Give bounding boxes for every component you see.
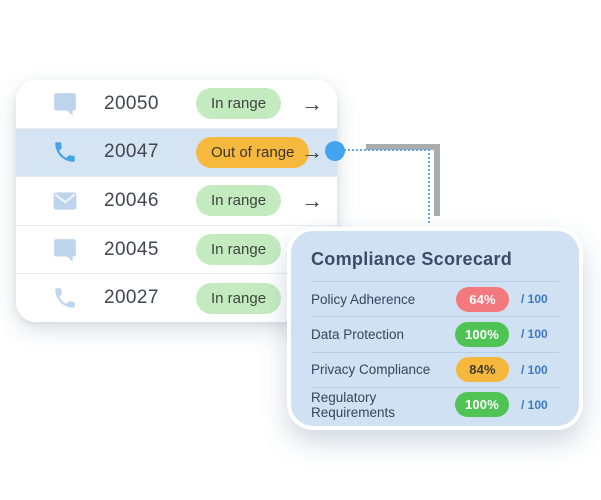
connector-elbow-line bbox=[366, 144, 440, 216]
score-badge: 100% bbox=[454, 321, 509, 347]
scorecard-row: Data Protection 100% / 100 bbox=[311, 316, 559, 351]
record-id: 20027 bbox=[104, 287, 159, 309]
scorecard-metric-label: Regulatory Requirements bbox=[311, 389, 396, 420]
status-badge: In range bbox=[196, 88, 282, 120]
scorecard-row: Privacy Compliance 84% / 100 bbox=[311, 351, 559, 387]
connector-dotted-line bbox=[344, 149, 430, 223]
score-denominator: / 100 bbox=[521, 397, 548, 412]
scorecard-row: Regulatory Requirements 100% / 100 bbox=[311, 386, 559, 422]
list-item[interactable]: 20027 In range → bbox=[16, 274, 337, 322]
list-item[interactable]: 20046 In range → bbox=[16, 177, 337, 226]
chat-icon bbox=[54, 238, 76, 262]
status-badge: In range bbox=[196, 282, 282, 314]
list-item[interactable]: 20050 In range → bbox=[16, 80, 337, 129]
arrow-right-icon[interactable]: → bbox=[301, 187, 323, 213]
list-item[interactable]: 20045 In range → bbox=[16, 225, 337, 275]
scorecard-title: Compliance Scorecard bbox=[311, 249, 513, 269]
score-badge: 84% bbox=[456, 357, 509, 383]
record-id: 20045 bbox=[104, 238, 159, 260]
score-denominator: / 100 bbox=[521, 362, 548, 377]
chat-icon bbox=[54, 92, 76, 116]
status-badge: In range bbox=[196, 234, 282, 266]
phone-icon bbox=[55, 142, 75, 163]
record-id: 20047 bbox=[104, 141, 159, 163]
compliance-scorecard: Compliance Scorecard Policy Adherence 64… bbox=[287, 227, 583, 430]
scorecard-metric-label: Data Protection bbox=[311, 326, 405, 342]
record-id: 20046 bbox=[104, 189, 159, 211]
arrow-right-icon[interactable]: → bbox=[301, 139, 323, 165]
connector-dot bbox=[325, 141, 345, 161]
status-badge: In range bbox=[196, 185, 282, 217]
scorecard-metric-label: Policy Adherence bbox=[311, 291, 416, 307]
score-badge: 64% bbox=[456, 286, 509, 312]
score-denominator: / 100 bbox=[521, 292, 548, 307]
score-denominator: / 100 bbox=[521, 327, 548, 342]
record-id: 20050 bbox=[104, 92, 159, 114]
records-list: 20050 In range → 20047 Out of range → bbox=[16, 80, 337, 322]
mail-icon bbox=[53, 192, 77, 210]
score-badge: 100% bbox=[454, 392, 509, 418]
scorecard-row: Policy Adherence 64% / 100 bbox=[311, 281, 559, 316]
scorecard-metric-label: Privacy Compliance bbox=[311, 362, 431, 378]
status-badge: Out of range bbox=[196, 136, 310, 168]
list-item[interactable]: 20047 Out of range → bbox=[16, 128, 337, 178]
phone-icon bbox=[55, 288, 75, 308]
arrow-right-icon[interactable]: → bbox=[301, 90, 323, 116]
